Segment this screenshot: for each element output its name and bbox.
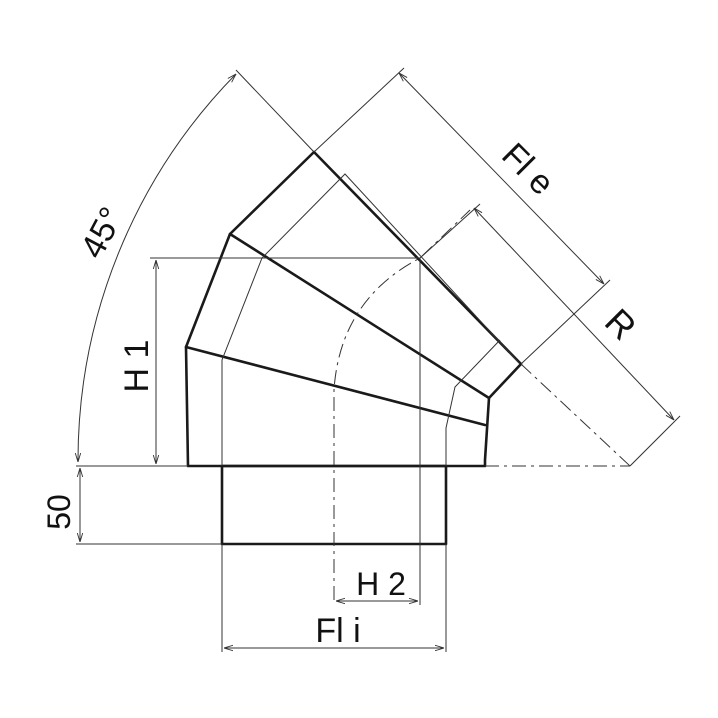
label-inner-diameter: Fl i — [315, 612, 360, 650]
ext-r-bottom — [629, 415, 681, 467]
dim-radius — [474, 208, 674, 420]
label-angle: 45° — [73, 201, 131, 264]
elbow-outline — [184, 150, 523, 546]
elbow-centerline — [333, 209, 471, 600]
dimension-labels: 45° Fl e R H 1 50 H 2 Fl i — [41, 136, 645, 650]
segment-seam-1 — [184, 345, 487, 427]
ext-fle-left — [313, 67, 405, 153]
extension-lines — [76, 67, 681, 652]
label-offset-2: H 2 — [356, 566, 406, 602]
dim-outer-diameter — [399, 73, 604, 284]
elbow-outer-contour — [184, 150, 523, 468]
inner-wall-right — [445, 339, 501, 466]
ext-fle-right — [520, 279, 611, 365]
ext-angle-top — [235, 69, 315, 153]
center-lines — [333, 209, 631, 600]
ext-r-top — [419, 203, 481, 259]
label-radius: R — [597, 300, 644, 347]
dimension-lines — [78, 73, 674, 648]
label-outer-diameter: Fl e — [494, 136, 561, 203]
label-collar-height: 50 — [41, 494, 77, 530]
radius-centerline — [520, 363, 631, 467]
label-height-1: H 1 — [118, 340, 156, 393]
segment-seam-2 — [228, 232, 491, 400]
dim-angle-arc — [78, 74, 236, 462]
